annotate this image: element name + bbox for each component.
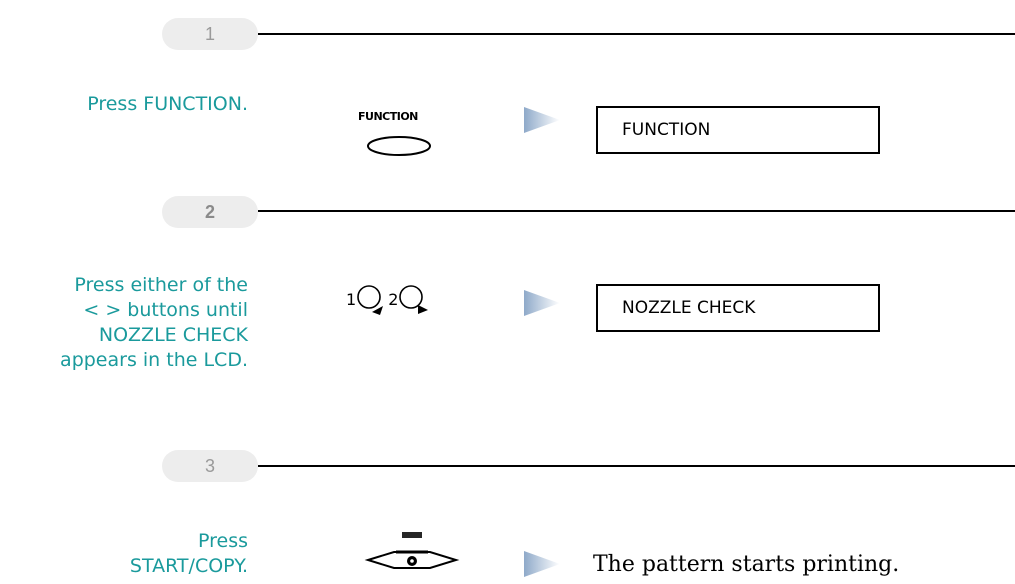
step-1-number: 1 <box>204 23 215 44</box>
step-2-instruction: Press either of the < > buttons until NO… <box>60 274 248 371</box>
left-arrow-button-icon <box>357 285 384 315</box>
step-1-divider <box>258 33 1015 35</box>
step-3-number: 3 <box>204 455 215 476</box>
function-button-label: FUNCTION <box>358 110 418 123</box>
oval-function-button-icon <box>367 136 431 156</box>
step-2-badge: 2 <box>162 196 258 228</box>
step-1-instruction: Press FUNCTION. <box>87 93 248 115</box>
step-3-instruction: Press START/COPY. <box>129 530 248 577</box>
lcd-display-2: NOZZLE CHECK <box>596 284 880 332</box>
result-text: The pattern starts printing. <box>593 552 900 577</box>
button-1-label: 1 <box>346 289 357 309</box>
triangle-pointer-icon <box>524 290 560 316</box>
start-copy-button-icon <box>364 532 460 569</box>
right-arrow-button-icon <box>399 285 429 314</box>
triangle-pointer-icon <box>524 551 560 577</box>
lcd-text-2: NOZZLE CHECK <box>622 298 756 318</box>
arrow-buttons-group: 1 2 <box>346 282 432 316</box>
button-2-label: 2 <box>388 289 399 309</box>
step-2-number: 2 <box>204 201 215 222</box>
step-3-badge: 3 <box>162 450 258 482</box>
lcd-text-1: FUNCTION <box>622 120 711 140</box>
step-3-divider <box>258 465 1015 467</box>
step-1-badge: 1 <box>162 18 258 50</box>
step-2-divider <box>258 210 1015 212</box>
triangle-pointer-icon <box>524 107 560 133</box>
lcd-display-1: FUNCTION <box>596 106 880 154</box>
